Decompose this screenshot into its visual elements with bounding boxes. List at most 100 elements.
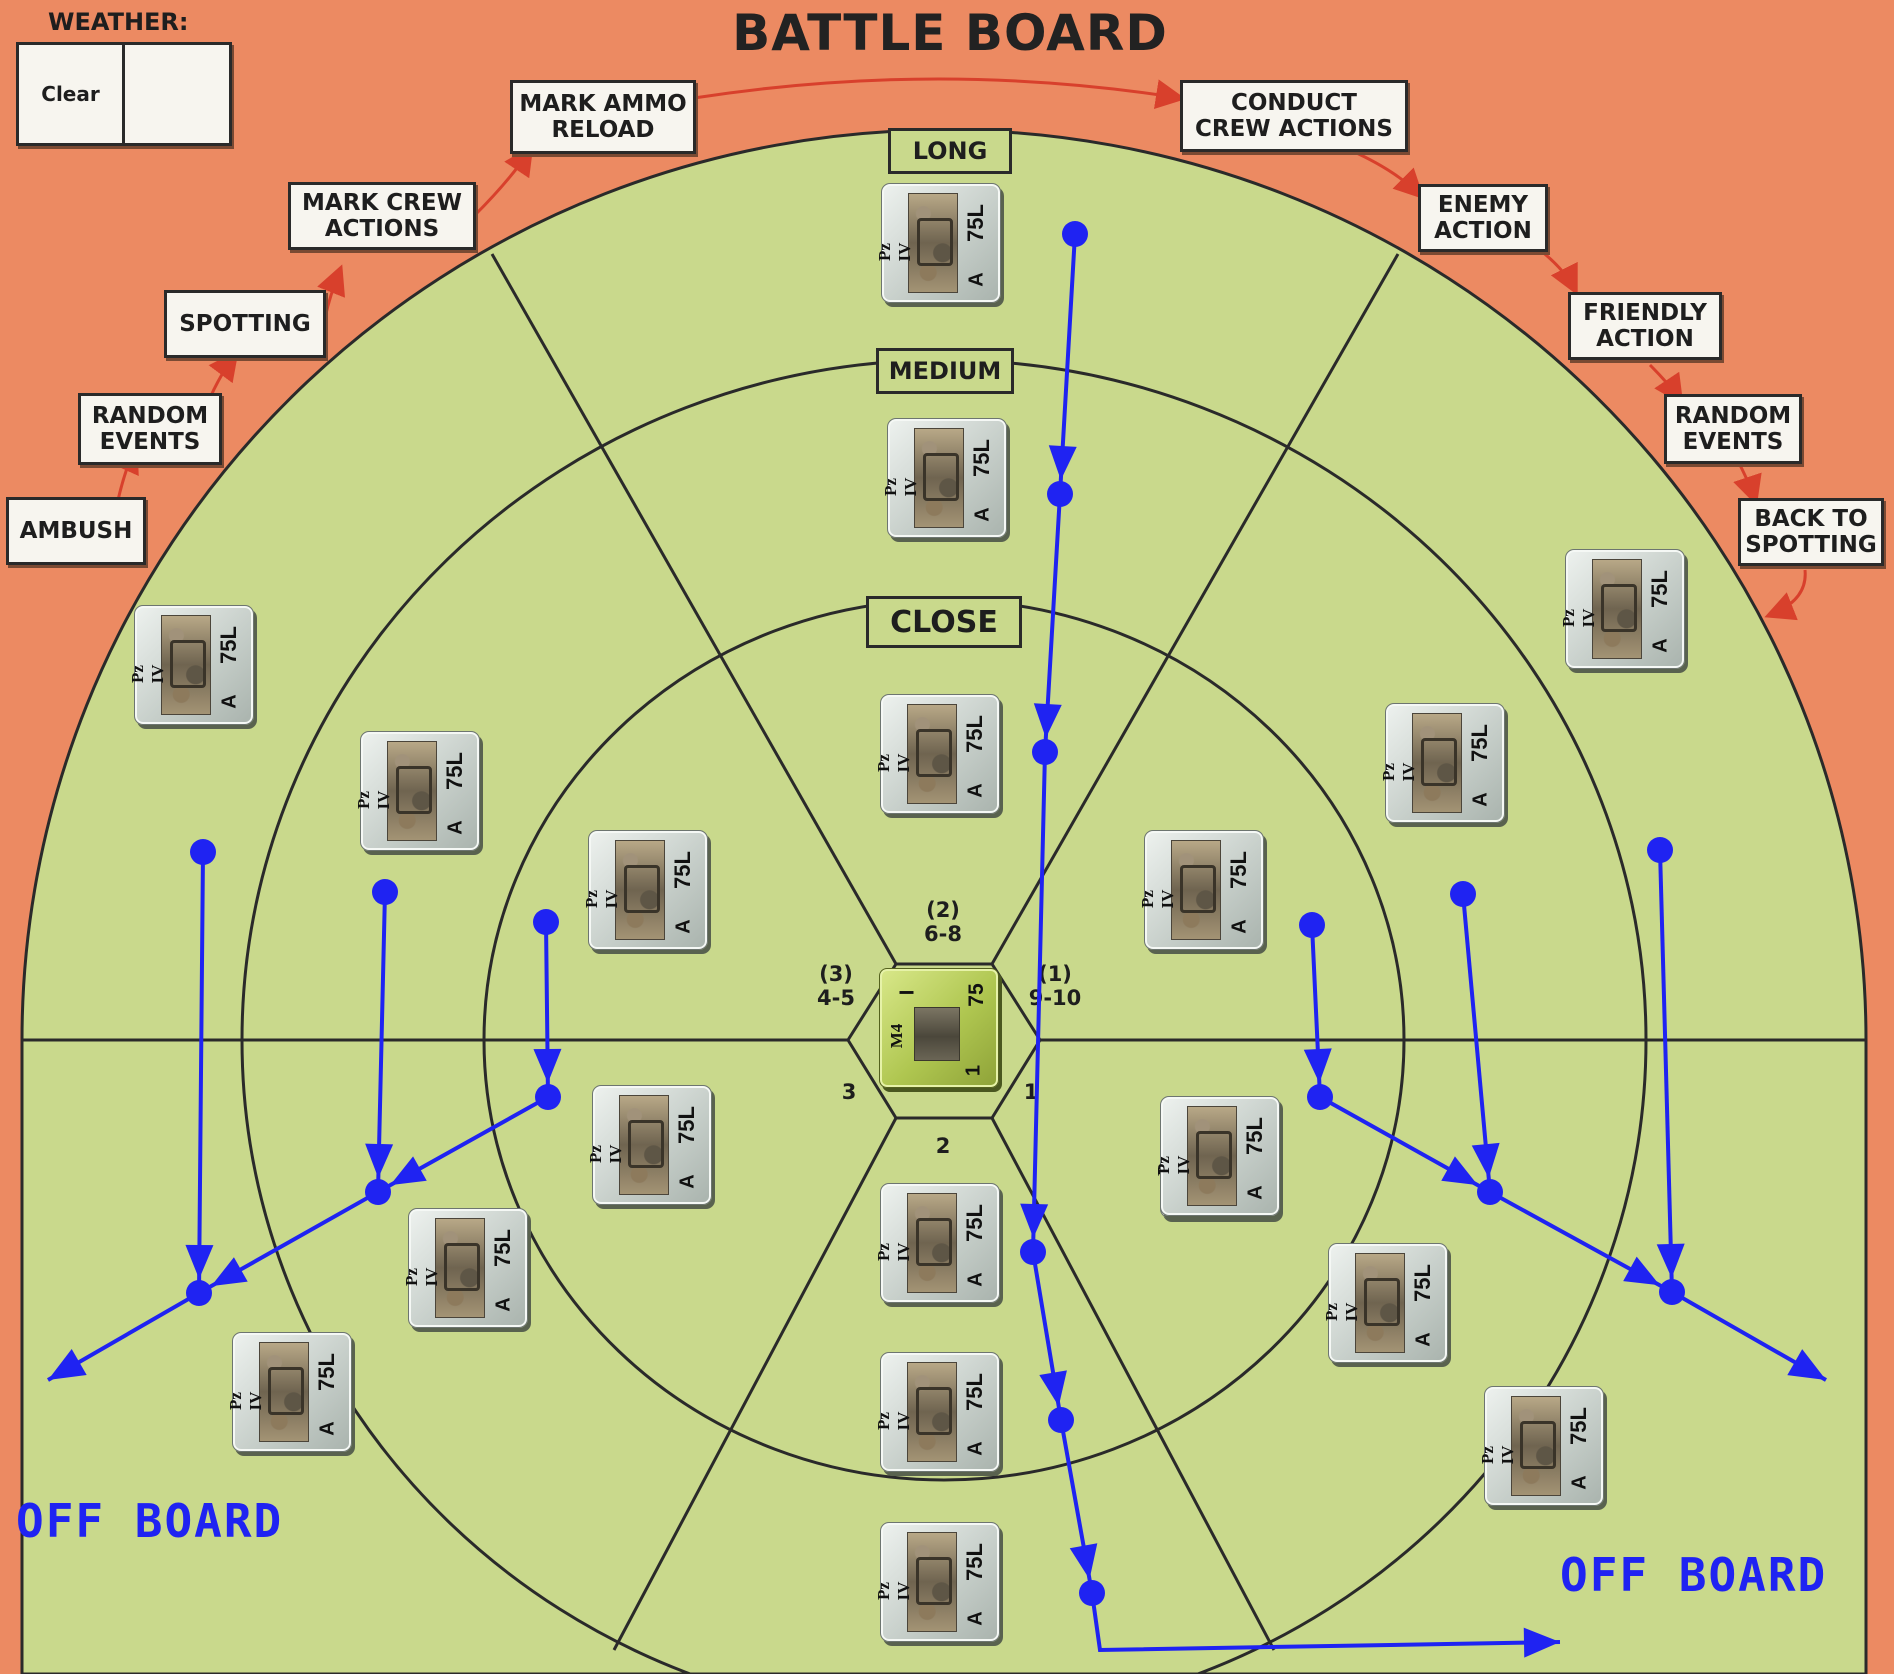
enemy-tank-ammo: A	[1412, 1332, 1435, 1347]
range-label-long: LONG	[888, 128, 1012, 174]
panzer-tank-icon	[1592, 559, 1642, 659]
enemy-tank-type: Pz IV	[1154, 1155, 1193, 1175]
enemy-tank-counter[interactable]: Pz IV 75L A	[875, 183, 1001, 303]
enemy-tank-type: Pz IV	[1379, 762, 1418, 782]
hex-number-right: 1	[1023, 1080, 1039, 1104]
sherman-tank-icon	[914, 1007, 960, 1061]
sequence-arrows	[111, 77, 1807, 621]
enemy-tank-ammo: A	[672, 919, 695, 934]
enemy-tank-type: Pz IV	[586, 1144, 625, 1164]
panzer-tank-icon	[1187, 1106, 1237, 1206]
range-label-close: CLOSE	[866, 596, 1022, 648]
panzer-tank-icon	[914, 428, 964, 528]
enemy-tank-gun: 75L	[442, 752, 467, 790]
enemy-tank-counter[interactable]: Pz IV 75L A	[1154, 1096, 1280, 1216]
hex-number-left: 3	[841, 1080, 857, 1104]
enemy-tank-gun: 75L	[670, 851, 695, 889]
enemy-tank-type: Pz IV	[1138, 889, 1177, 909]
panzer-tank-icon	[161, 615, 211, 715]
enemy-tank-ammo: A	[316, 1421, 339, 1436]
enemy-tank-ammo: A	[964, 783, 987, 798]
panzer-tank-icon	[907, 1193, 957, 1293]
enemy-tank-ammo: A	[1228, 919, 1251, 934]
panzer-tank-icon	[387, 741, 437, 841]
enemy-tank-gun: 75L	[963, 204, 988, 242]
enemy-tank-type: Pz IV	[1478, 1445, 1517, 1465]
enemy-tank-gun: 75L	[314, 1353, 339, 1391]
player-tank-counter[interactable]: I 75 M4 1	[879, 968, 999, 1088]
enemy-tank-gun: 75L	[962, 1204, 987, 1242]
enemy-tank-type: Pz IV	[874, 1242, 913, 1262]
enemy-tank-gun: 75L	[1647, 570, 1672, 608]
phase-spotting[interactable]: SPOTTING	[164, 290, 326, 358]
phase-mark-ammo-reload[interactable]: MARK AMMO RELOAD	[510, 80, 696, 154]
enemy-tank-gun: 75L	[674, 1106, 699, 1144]
enemy-tank-counter[interactable]: Pz IV 75L A	[881, 418, 1007, 538]
enemy-tank-type: Pz IV	[875, 242, 914, 262]
enemy-tank-counter[interactable]: Pz IV 75L A	[582, 830, 708, 950]
enemy-tank-counter[interactable]: Pz IV 75L A	[1322, 1243, 1448, 1363]
enemy-tank-ammo: A	[1649, 638, 1672, 653]
off-board-label-right: OFF BOARD	[1560, 1548, 1828, 1602]
enemy-tank-gun: 75L	[962, 1373, 987, 1411]
enemy-tank-ammo: A	[218, 694, 241, 709]
hex-number-upper-left: (3) 4-5	[817, 962, 855, 1010]
enemy-tank-type: Pz IV	[881, 477, 920, 497]
phase-random-events-2[interactable]: RANDOM EVENTS	[1664, 394, 1802, 464]
enemy-tank-ammo: A	[1244, 1185, 1267, 1200]
phase-back-to-spotting[interactable]: BACK TO SPOTTING	[1738, 498, 1884, 566]
weather-current-cell[interactable]: Clear	[41, 82, 100, 106]
enemy-tank-gun: 75L	[1226, 851, 1251, 889]
enemy-tank-gun: 75L	[969, 439, 994, 477]
enemy-tank-counter[interactable]: Pz IV 75L A	[874, 1522, 1000, 1642]
phase-mark-crew-actions[interactable]: MARK CREW ACTIONS	[288, 182, 476, 250]
phase-ambush[interactable]: AMBUSH	[6, 497, 146, 565]
enemy-tank-ammo: A	[964, 1441, 987, 1456]
battle-board-title: BATTLE BOARD	[732, 4, 1168, 62]
panzer-tank-icon	[619, 1095, 669, 1195]
enemy-tank-type: Pz IV	[402, 1267, 441, 1287]
enemy-tank-gun: 75L	[1467, 724, 1492, 762]
weather-divider	[122, 45, 125, 143]
enemy-tank-ammo: A	[444, 820, 467, 835]
panzer-tank-icon	[907, 1362, 957, 1462]
enemy-tank-type: Pz IV	[874, 1581, 913, 1601]
enemy-tank-gun: 75L	[962, 715, 987, 753]
enemy-tank-ammo: A	[971, 507, 994, 522]
range-label-medium: MEDIUM	[876, 348, 1014, 394]
phase-friendly-action[interactable]: FRIENDLY ACTION	[1568, 292, 1722, 360]
panzer-tank-icon	[907, 704, 957, 804]
enemy-tank-ammo: A	[1568, 1475, 1591, 1490]
phase-conduct-crew-actions[interactable]: CONDUCT CREW ACTIONS	[1180, 80, 1408, 152]
player-tank-gun: 75	[965, 983, 988, 1007]
enemy-tank-gun: 75L	[1242, 1117, 1267, 1155]
panzer-tank-icon	[259, 1342, 309, 1442]
enemy-tank-ammo: A	[964, 1611, 987, 1626]
hex-number-top: (2) 6-8	[924, 898, 962, 946]
enemy-tank-gun: 75L	[1410, 1264, 1435, 1302]
enemy-tank-ammo: A	[965, 272, 988, 287]
weather-label: WEATHER:	[48, 8, 189, 36]
phase-random-events-1[interactable]: RANDOM EVENTS	[78, 393, 222, 465]
panzer-tank-icon	[1171, 840, 1221, 940]
enemy-tank-gun: 75L	[962, 1543, 987, 1581]
weather-next-cell[interactable]	[125, 45, 228, 143]
hex-number-bottom: 2	[935, 1134, 951, 1158]
panzer-tank-icon	[1511, 1396, 1561, 1496]
enemy-tank-counter[interactable]: Pz IV 75L A	[1138, 830, 1264, 950]
enemy-tank-type: Pz IV	[1322, 1302, 1361, 1322]
phase-enemy-action[interactable]: ENEMY ACTION	[1418, 184, 1548, 252]
enemy-tank-type: Pz IV	[582, 889, 621, 909]
panzer-tank-icon	[435, 1218, 485, 1318]
